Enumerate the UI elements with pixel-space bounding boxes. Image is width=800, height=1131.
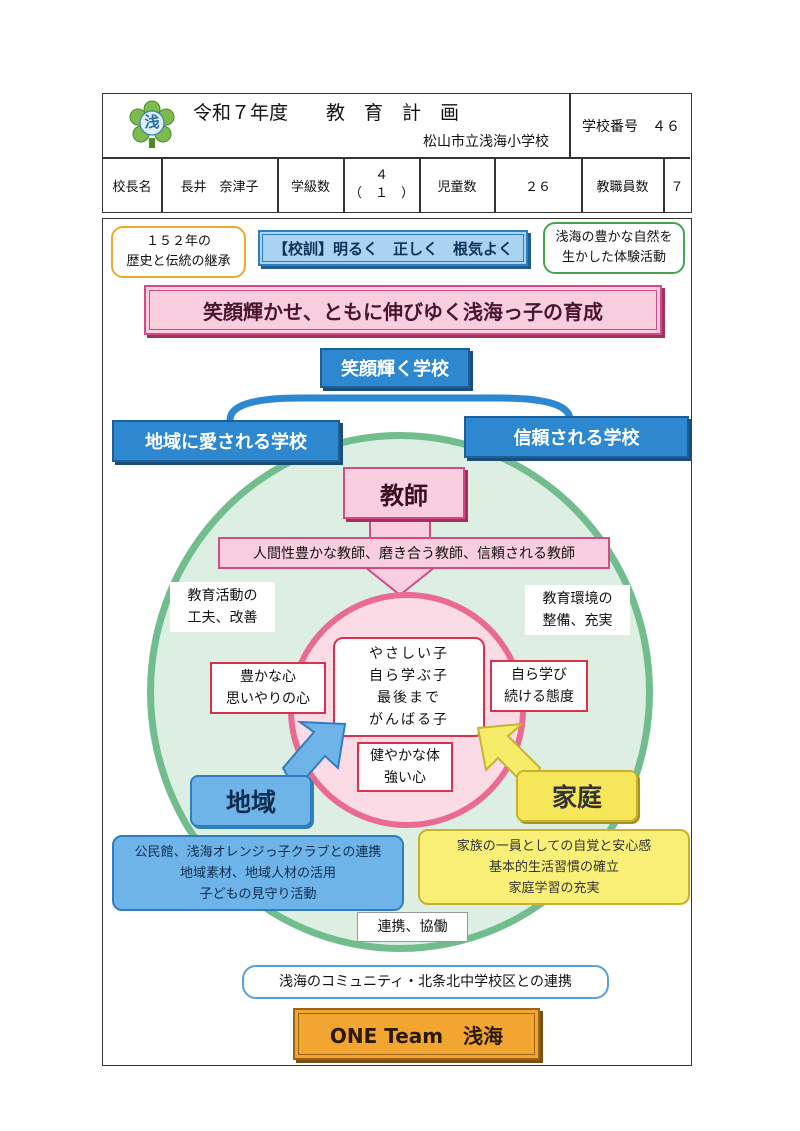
goal-text: 笑顔輝かせ、ともに伸びゆく浅海っ子の育成 [203, 299, 603, 324]
family-box: 家庭 [516, 770, 638, 822]
nature-line-1: 浅海の豊かな自然を [555, 230, 673, 245]
classes-label: 学級数 [290, 179, 330, 195]
classes-count: ４ [374, 168, 388, 183]
edu-env-line-2: 整備、充実 [542, 613, 613, 629]
motto-box: 【校訓】明るく 正しく 根気よく [258, 230, 528, 266]
one-team-box: ONE Team 浅海 [293, 1008, 540, 1060]
body-box: 健やかな体 強い心 [357, 742, 453, 792]
family-desc-line-3: 家庭学習の充実 [508, 880, 600, 896]
staff-label: 教職員数 [596, 179, 649, 195]
logo-text: 浅 [144, 113, 160, 131]
motto-text: 【校訓】明るく 正しく 根気よく [272, 239, 513, 258]
goal-box: 笑顔輝かせ、ともに伸びゆく浅海っ子の育成 [144, 285, 662, 335]
teacher-text: 教師 [380, 481, 428, 510]
edu-activity-line-2: 工夫、改善 [187, 610, 258, 626]
school-number: 学校番号 ４６ [582, 118, 680, 135]
classes-special: （ １ ） [348, 186, 414, 201]
district-box: 浅海のコミュニティ・北条北中学校区との連携 [242, 965, 609, 999]
ideal-line-3: 最後まで [377, 690, 441, 706]
body-line-1: 健やかな体 [370, 748, 440, 764]
family-desc-box: 家族の一員としての自覚と安心感 基本的生活習慣の確立 家庭学習の充実 [418, 829, 690, 905]
community-box: 地域 [190, 775, 312, 827]
students-value: ２６ [524, 179, 551, 195]
cooperation-box: 連携、協働 [357, 912, 468, 942]
school-name: 松山市立浅海小学校 [423, 134, 549, 150]
ideal-line-2: 自ら学ぶ子 [369, 668, 449, 684]
edu-activity-line-1: 教育活動の [187, 588, 258, 604]
heart-line-2: 思いやりの心 [226, 691, 310, 707]
child-ideals-box: やさしい子 自ら学ぶ子 最後まで がんばる子 [333, 637, 485, 737]
ideal-line-1: やさしい子 [369, 646, 449, 662]
ideal-line-4: がんばる子 [369, 712, 449, 728]
vision-box: 笑顔輝く学校 [320, 348, 470, 388]
learning-box: 自ら学び 続ける態度 [490, 660, 588, 712]
family-desc-line-2: 基本的生活習慣の確立 [488, 859, 619, 875]
teacher-box: 教師 [343, 467, 465, 519]
community-desc-line-3: 子どもの見守り活動 [199, 886, 317, 902]
loved-school-text: 地域に愛される学校 [145, 432, 307, 453]
family-desc-line-1: 家族の一員としての自覚と安心感 [456, 838, 652, 854]
learning-line-1: 自ら学び [511, 667, 567, 683]
principal-label: 校長名 [112, 179, 152, 195]
history-line-2: 歴史と伝統の継承 [126, 254, 231, 269]
plan-frame [102, 218, 692, 1066]
community-text: 地域 [225, 788, 276, 817]
one-team-text: ONE Team 浅海 [329, 1023, 504, 1048]
heart-line-1: 豊かな心 [240, 669, 296, 685]
history-box: １５２年の 歴史と伝統の継承 [111, 226, 246, 278]
heart-box: 豊かな心 思いやりの心 [210, 662, 326, 714]
trusted-school-box: 信頼される学校 [464, 416, 689, 458]
community-desc-box: 公民館、浅海オレンジっ子クラブとの連携 地域素材、地域人材の活用 子どもの見守り… [112, 835, 404, 911]
nature-line-2: 生かした体験活動 [561, 250, 666, 265]
loved-school-box: 地域に愛される学校 [112, 420, 340, 462]
trusted-school-text: 信頼される学校 [513, 428, 640, 449]
staff-value: ７ [670, 179, 684, 195]
classes-value: ４ （ １ ） [344, 158, 419, 212]
learning-line-2: 続ける態度 [504, 689, 574, 705]
community-desc-line-1: 公民館、浅海オレンジっ子クラブとの連携 [134, 844, 382, 860]
teacher-desc-text: 人間性豊かな教師、磨き合う教師、信頼される教師 [253, 546, 575, 562]
header-table: 浅 令和７年度 教 育 計 画 松山市立浅海小学校 学校番号 ４６ 校長名 長井… [102, 93, 692, 213]
vision-text: 笑顔輝く学校 [341, 359, 449, 380]
body-line-2: 強い心 [384, 770, 426, 786]
history-line-1: １５２年の [145, 234, 211, 249]
edu-env-box: 教育環境の 整備、充実 [525, 585, 630, 635]
edu-activity-box: 教育活動の 工夫、改善 [170, 582, 275, 632]
plan-title: 令和７年度 教 育 計 画 [193, 101, 460, 124]
edu-env-line-1: 教育環境の [542, 591, 613, 607]
teacher-desc-box: 人間性豊かな教師、磨き合う教師、信頼される教師 [218, 537, 610, 569]
principal-name: 長井 奈津子 [180, 179, 259, 195]
family-text: 家庭 [551, 783, 602, 812]
community-desc-line-2: 地域素材、地域人材の活用 [179, 865, 336, 881]
school-logo: 浅 [127, 100, 177, 150]
cooperation-text: 連携、協働 [377, 919, 448, 935]
district-text: 浅海のコミュニティ・北条北中学校区との連携 [278, 974, 573, 990]
students-label: 児童数 [437, 179, 477, 195]
nature-box: 浅海の豊かな自然を 生かした体験活動 [543, 222, 685, 274]
